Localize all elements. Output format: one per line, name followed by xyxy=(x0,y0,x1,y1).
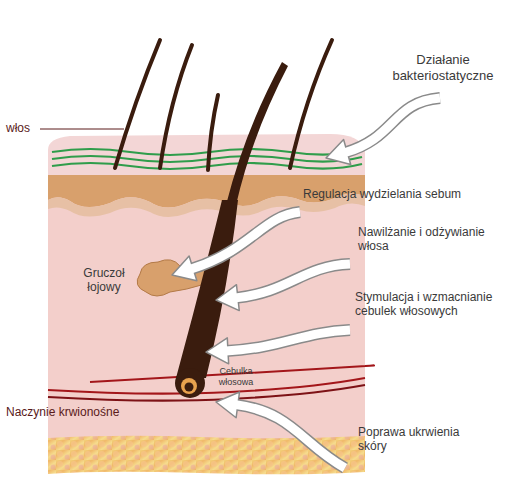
effect-label: Nawilżanie i odżywianie włosa xyxy=(358,225,508,254)
arrow-outline xyxy=(236,405,345,468)
arrow-body xyxy=(236,405,345,468)
dermis xyxy=(48,175,365,445)
arrow-outline xyxy=(191,212,300,269)
blood-vessel xyxy=(48,385,365,401)
hair-bulb xyxy=(175,368,205,398)
arrow-body xyxy=(345,98,440,153)
arrow-head xyxy=(206,338,229,364)
hair-papilla xyxy=(181,378,197,394)
hair-papilla-core xyxy=(185,383,194,392)
hair-shaft xyxy=(226,62,288,205)
leader-line xyxy=(40,129,124,130)
arrow-body xyxy=(236,264,350,298)
effect-label: Stymulacja i wzmacnianie cebulek włosowy… xyxy=(355,290,508,319)
hair xyxy=(160,45,192,168)
hair xyxy=(115,40,160,168)
part-label: włos xyxy=(6,121,40,135)
arrow-body xyxy=(191,212,300,269)
part-label: Cebulka włosowa xyxy=(210,366,262,388)
arrow-outline xyxy=(345,98,440,153)
arrow-outline xyxy=(236,264,350,298)
hair xyxy=(290,40,332,168)
part-label: Naczynie krwionośne xyxy=(6,405,146,419)
arrow-head xyxy=(216,285,239,311)
protective-film-line xyxy=(52,149,362,155)
effect-label: Działanie bakteriostatyczne xyxy=(383,52,503,83)
hair xyxy=(208,95,218,170)
effect-label: Poprawa ukrwienia skóry xyxy=(358,425,488,454)
part-label: Gruczoł łojowy xyxy=(70,266,138,295)
arrow-body xyxy=(226,330,350,351)
effect-label: Regulacja wydzielania sebum xyxy=(303,187,503,201)
arrow-outline xyxy=(226,330,350,351)
